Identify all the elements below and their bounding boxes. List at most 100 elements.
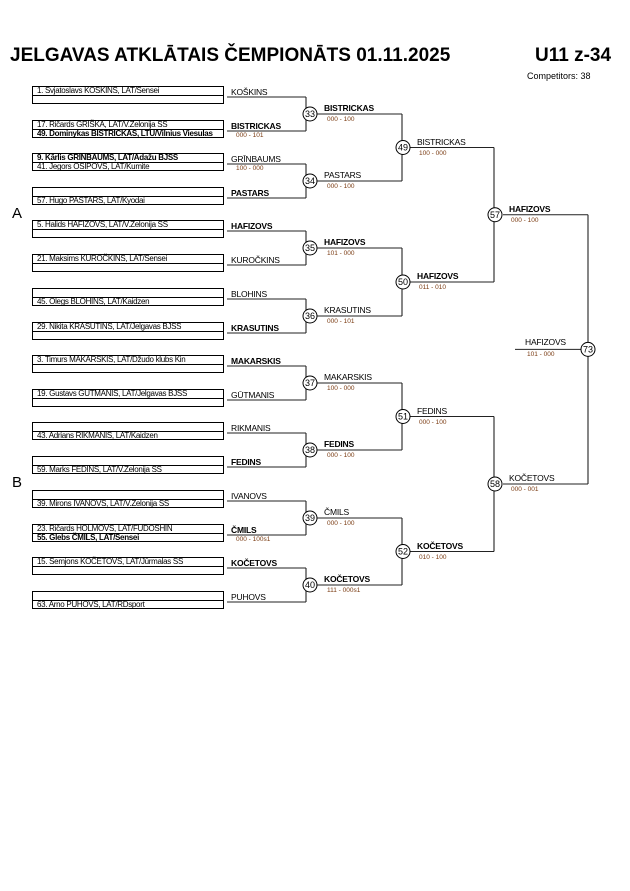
competitor-slot: 15. Semjons KOČETOVS, LAT/Jūrmalas SS	[32, 557, 224, 575]
match-number-badge: 37	[302, 375, 318, 391]
competitor-slot: 43. Adrians RIKMANIS, LAT/Kaidzen	[32, 422, 224, 440]
slot-score: 100 - 000	[236, 165, 264, 172]
slot-label: MAKARSKIS	[231, 356, 281, 366]
competitor-name	[33, 491, 223, 499]
match-number-badge: 57	[487, 207, 503, 223]
match-number: 57	[490, 210, 500, 220]
match-score: 000 - 101	[327, 318, 355, 325]
competitor-name	[33, 592, 223, 600]
winner-label: ČMILS	[324, 507, 349, 517]
winner-label: HAFIZOVS	[324, 237, 366, 247]
match-number: 49	[398, 143, 408, 153]
winner-label: HAFIZOVS	[417, 271, 459, 281]
match-score: 000 - 100	[327, 520, 355, 527]
winner-label: HAFIZOVS	[509, 203, 551, 214]
match-number-badge: 40	[302, 577, 318, 593]
winner-label: PASTARS	[324, 170, 362, 180]
competitor-name: 17. Ričards GRIŠKA, LAT/V.Zelonija SS	[37, 120, 168, 129]
match-number: 38	[305, 445, 315, 455]
competitor-slot: 5. Halids HAFIZOVS, LAT/V.Zelonija SS	[32, 220, 224, 238]
winner-label: FEDINS	[417, 405, 447, 416]
match-score: 000 - 100	[327, 116, 355, 123]
section-b-label: B	[12, 474, 23, 491]
slot-label: KOŠKINS	[231, 87, 268, 97]
match-number-badge: 39	[302, 510, 318, 526]
competitor-name: 59. Marks FEDINS, LAT/V.Zelonija SS	[33, 465, 223, 474]
match-number: 40	[305, 580, 315, 590]
slot-label: GŪTMANIS	[231, 390, 275, 400]
competitor-slot: 3. Timurs MAKARSKIS, LAT/Džudo klubs Kin	[32, 355, 224, 373]
winner-label: KOČETOVS	[509, 473, 555, 483]
slot-label: ČMILS	[231, 525, 257, 535]
competitor-name	[33, 331, 223, 340]
competitor-name: 5. Halids HAFIZOVS, LAT/V.Zelonija SS	[37, 220, 168, 229]
competitor-name: 23. Ričards HOLMOVS, LAT/FUDOSHIN	[37, 524, 173, 533]
match-number: 50	[398, 277, 408, 287]
match-number-badge: 36	[302, 308, 318, 324]
slot-label: BISTRICKAS	[231, 121, 281, 131]
winner-label: BISTRICKAS	[417, 136, 466, 147]
match-number: 36	[305, 311, 315, 321]
match-score: 000 - 100	[511, 216, 539, 224]
slot-label: KUROČKINS	[231, 255, 280, 265]
match-score: 010 - 100	[419, 553, 447, 561]
competitor-name	[33, 423, 223, 431]
competitor-slot: 19. Gustavs GŪTMANIS, LAT/Jelgavas BJSS	[32, 389, 224, 407]
slot-label: IVANOVS	[231, 491, 267, 501]
match-number-badge: 34	[302, 173, 318, 189]
match-number: 51	[398, 412, 408, 422]
competitor-slot: 59. Marks FEDINS, LAT/V.Zelonija SS	[32, 456, 224, 474]
competitor-name	[33, 289, 223, 297]
match-number: 39	[305, 513, 315, 523]
competitor-name: 9. Kārlis GRĪNBAUMS, LAT/Ādažu BJSS	[37, 153, 178, 162]
match-number-badge: 49	[395, 140, 411, 155]
competitor-name: 1. Svjatoslavs KOSKINS, LAT/Sensei	[37, 86, 160, 95]
slot-label: KRASUTINS	[231, 323, 279, 333]
competitor-slot: 45. Olegs BLOHINS, LAT/Kaidzen	[32, 288, 224, 306]
competitor-name: 15. Semjons KOČETOVS, LAT/Jūrmalas SS	[37, 557, 183, 566]
competitor-name	[33, 398, 223, 407]
competitor-name: 19. Gustavs GŪTMANIS, LAT/Jelgavas BJSS	[37, 389, 187, 398]
competitor-name: 29. Nikita KRASUTINS, LAT/Jelgavas BJSS	[37, 322, 182, 331]
competitor-name	[33, 263, 223, 272]
match-score: 011 - 010	[419, 284, 446, 291]
competitor-name	[33, 566, 223, 575]
competitor-slot: 29. Nikita KRASUTINS, LAT/Jelgavas BJSS	[32, 322, 224, 340]
competitor-name	[33, 364, 223, 373]
page-title: JELGAVAS ATKLĀTAIS ČEMPIONĀTS 01.11.2025	[10, 45, 451, 66]
slot-score: 000 - 101	[236, 132, 264, 139]
category-label: U11 z-34	[535, 45, 612, 66]
match-number: 34	[305, 176, 315, 186]
match-number-badge: 58	[487, 476, 503, 492]
match-score: 000 - 001	[511, 486, 539, 493]
match-score: 101 - 000	[327, 250, 355, 257]
match-number-badge: 73	[580, 341, 596, 357]
match-score: 000 - 100	[327, 452, 355, 459]
competitor-name: 3. Timurs MAKARSKIS, LAT/Džudo klubs Kin	[37, 355, 186, 364]
match-number: 35	[305, 243, 315, 253]
competitor-slot: 63. Arno PUHOVS, LAT/RDsport	[32, 591, 224, 609]
match-number-badge: 33	[302, 106, 318, 122]
slot-label: RIKMANIS	[231, 423, 271, 433]
winner-label: KRASUTINS	[324, 305, 371, 315]
competitors-count: Competitors: 38	[527, 71, 591, 81]
winner-label: BISTRICKAS	[324, 103, 374, 113]
match-score: 000 - 100	[419, 418, 447, 426]
competitor-name: 39. Mirons IVANOVS, LAT/V.Zelonija SS	[33, 499, 223, 508]
competitor-slot: 1. Svjatoslavs KOSKINS, LAT/Sensei	[32, 86, 224, 104]
winner-label: KOČETOVS	[417, 540, 463, 551]
competitor-slot: 57. Hugo PASTARS, LAT/Kyodai	[32, 187, 224, 205]
competitor-name: 43. Adrians RIKMANIS, LAT/Kaidzen	[33, 431, 223, 440]
competitor-slot: 39. Mirons IVANOVS, LAT/V.Zelonija SS	[32, 490, 224, 508]
match-number: 58	[490, 479, 500, 489]
match-number-badge: 51	[395, 409, 411, 424]
slot-label: KOČETOVS	[231, 558, 277, 568]
competitor-name: 55. Glebs ČMILS, LAT/Sensei	[33, 533, 223, 542]
final-score: 101 - 000	[527, 351, 555, 359]
final-winner-label: HAFIZOVS	[525, 337, 566, 348]
slot-label: PASTARS	[231, 188, 269, 198]
